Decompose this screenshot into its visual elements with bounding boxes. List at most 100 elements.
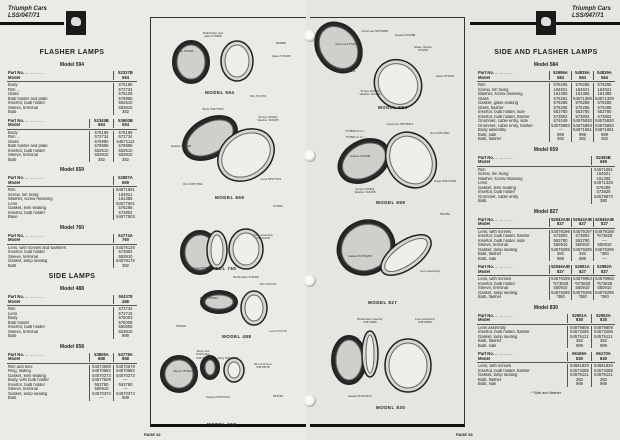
part-number-cell: 54571661: [571, 128, 593, 133]
part-number: 52945A/B: [593, 217, 615, 222]
diagram-model-label: MODEL 659: [215, 195, 245, 200]
lamp-part-illustration: [373, 58, 423, 110]
part-callout: Gasket 576288: [170, 144, 192, 148]
part-number-cell: 54573286: [591, 368, 615, 373]
part-number-cell: 576185: [89, 130, 113, 135]
model-number: 830: [591, 318, 615, 323]
part-number-cell: 54578873: [591, 194, 615, 199]
part-number-cell: 54571591: [113, 188, 137, 193]
part-no-text: Part No.: [8, 71, 25, 75]
part-number-cell: 54579121: [591, 373, 615, 378]
part-number: 54835A: [571, 71, 593, 76]
part-number-cell: 989: [591, 382, 615, 387]
part-no-text: Part No.: [478, 155, 495, 160]
part-number-cell: 574049: [549, 119, 571, 124]
model-label: Model: [8, 357, 21, 361]
part-number-cell: 576986: [89, 144, 113, 149]
part-callout: Ring 54570582: [217, 356, 239, 360]
component-name: Screw, rim fixing: [478, 172, 509, 176]
part-number-cell: 54573286: [567, 330, 591, 335]
part-number-cell: 550910: [593, 286, 615, 291]
part-number-cell: 576288: [571, 101, 593, 106]
part-number: 52943A/B: [549, 217, 571, 222]
lamp-part-illustration: [384, 131, 438, 189]
part-number-cell: 576986: [113, 96, 137, 101]
part-number-cell: 572734: [113, 87, 137, 92]
part-number-cell: 576285: [549, 83, 571, 88]
component-name: Insertor, bulb holder, side: [478, 238, 525, 243]
part-no-text: Part No.: [8, 176, 25, 180]
part-number-cell: 54577508: [89, 378, 113, 383]
component-name: Lens assembly: [478, 325, 506, 330]
part-number: 52345B: [89, 118, 113, 123]
part-number-cell: 576288: [549, 101, 571, 106]
part-callout: 553780: [439, 212, 450, 216]
lamp-part-illustration: [220, 40, 254, 82]
part-number-cell: 573828: [591, 190, 615, 195]
binder-hole: [304, 150, 316, 162]
model-heading: Model 659: [59, 167, 85, 173]
part-number-cell: 54581830: [591, 364, 615, 369]
component-name: Base: [8, 215, 18, 219]
component-name: Insertor, bulb holder: [478, 190, 516, 194]
part-number-cell: 576288: [593, 101, 615, 106]
part-no-text: Part No.: [8, 295, 25, 299]
lamp-part-illustration: [384, 338, 432, 393]
part-callout: 573808 (D.C.): [345, 129, 365, 133]
model-number: 827: [593, 269, 615, 274]
leader-dots: ... ... ... ...: [494, 313, 513, 318]
part-callout: Grommet 54578873: [386, 122, 414, 126]
component-name: Glass: [8, 139, 19, 144]
part-number-cell: 54579121: [567, 373, 591, 378]
part-number: 52981A: [571, 265, 593, 270]
triumph-logo: [536, 11, 556, 35]
part-no-text: Part No.: [478, 265, 495, 269]
part-number-cell: 576980: [89, 139, 113, 144]
part-number-cell: 576288: [113, 206, 137, 211]
component-name: Rim: [8, 188, 16, 192]
model-number: 830: [567, 318, 591, 323]
component-name: Bulb holder: [8, 320, 30, 325]
part-number-cell: 382: [593, 137, 615, 142]
catalogue-ref: LSS/047/71: [572, 13, 604, 19]
component-name: Screw, rim fixing: [8, 192, 39, 197]
part-number-cell: 382: [549, 252, 571, 257]
part-number-cell: 552510: [113, 148, 137, 153]
table-divider: [477, 323, 615, 325]
model-number: 830: [567, 356, 591, 361]
part-number-cell: 54575893: [593, 123, 615, 128]
part-number-cell: *573828: [593, 234, 615, 239]
component-name: Washer, screw retaining: [478, 92, 523, 96]
part-number-cell: 550910: [593, 243, 615, 248]
component-name: Body: [8, 83, 18, 87]
table-divider: [477, 362, 615, 363]
part-number-cell: 553780: [571, 238, 593, 243]
model-label: Model: [478, 222, 491, 226]
part-number-cell: 54579197: [571, 229, 593, 234]
part-number-cell: 989: [591, 343, 615, 348]
component-name: Insertor, bulb holder, flasher: [478, 114, 530, 119]
part-number-cell: *380: [593, 252, 615, 257]
model-number: 658: [113, 357, 137, 362]
part-number-cell: 54579295: [571, 247, 593, 252]
part-number-cell: 573802: [549, 234, 571, 239]
part-no-label: Part No. ... ... ... ...: [7, 71, 113, 76]
lamp-part-illustration: [228, 228, 264, 270]
part-no-text: Part No.: [8, 352, 25, 357]
part-no-text: Part No.: [478, 71, 495, 75]
part-number-cell: 576285: [571, 83, 593, 88]
component-name: Sleeve, terminal: [8, 153, 39, 157]
component-name: Bulb: [8, 263, 17, 268]
part-number-cell: 550910: [571, 243, 593, 248]
model-number: 827: [571, 222, 593, 227]
part-number: 52696A: [549, 71, 571, 76]
part-callout: Body 54571661: [334, 69, 356, 73]
lamp-part-illustration: [206, 230, 228, 270]
part-number-cell: 382: [571, 137, 593, 142]
component-name: Bulb: [478, 199, 487, 203]
component-name: Insertor, bulb holder: [8, 382, 46, 387]
component-name: Rim: [478, 83, 486, 87]
part-number-cell: 54579121: [591, 334, 615, 339]
part-number-cell: 573802: [113, 250, 137, 255]
